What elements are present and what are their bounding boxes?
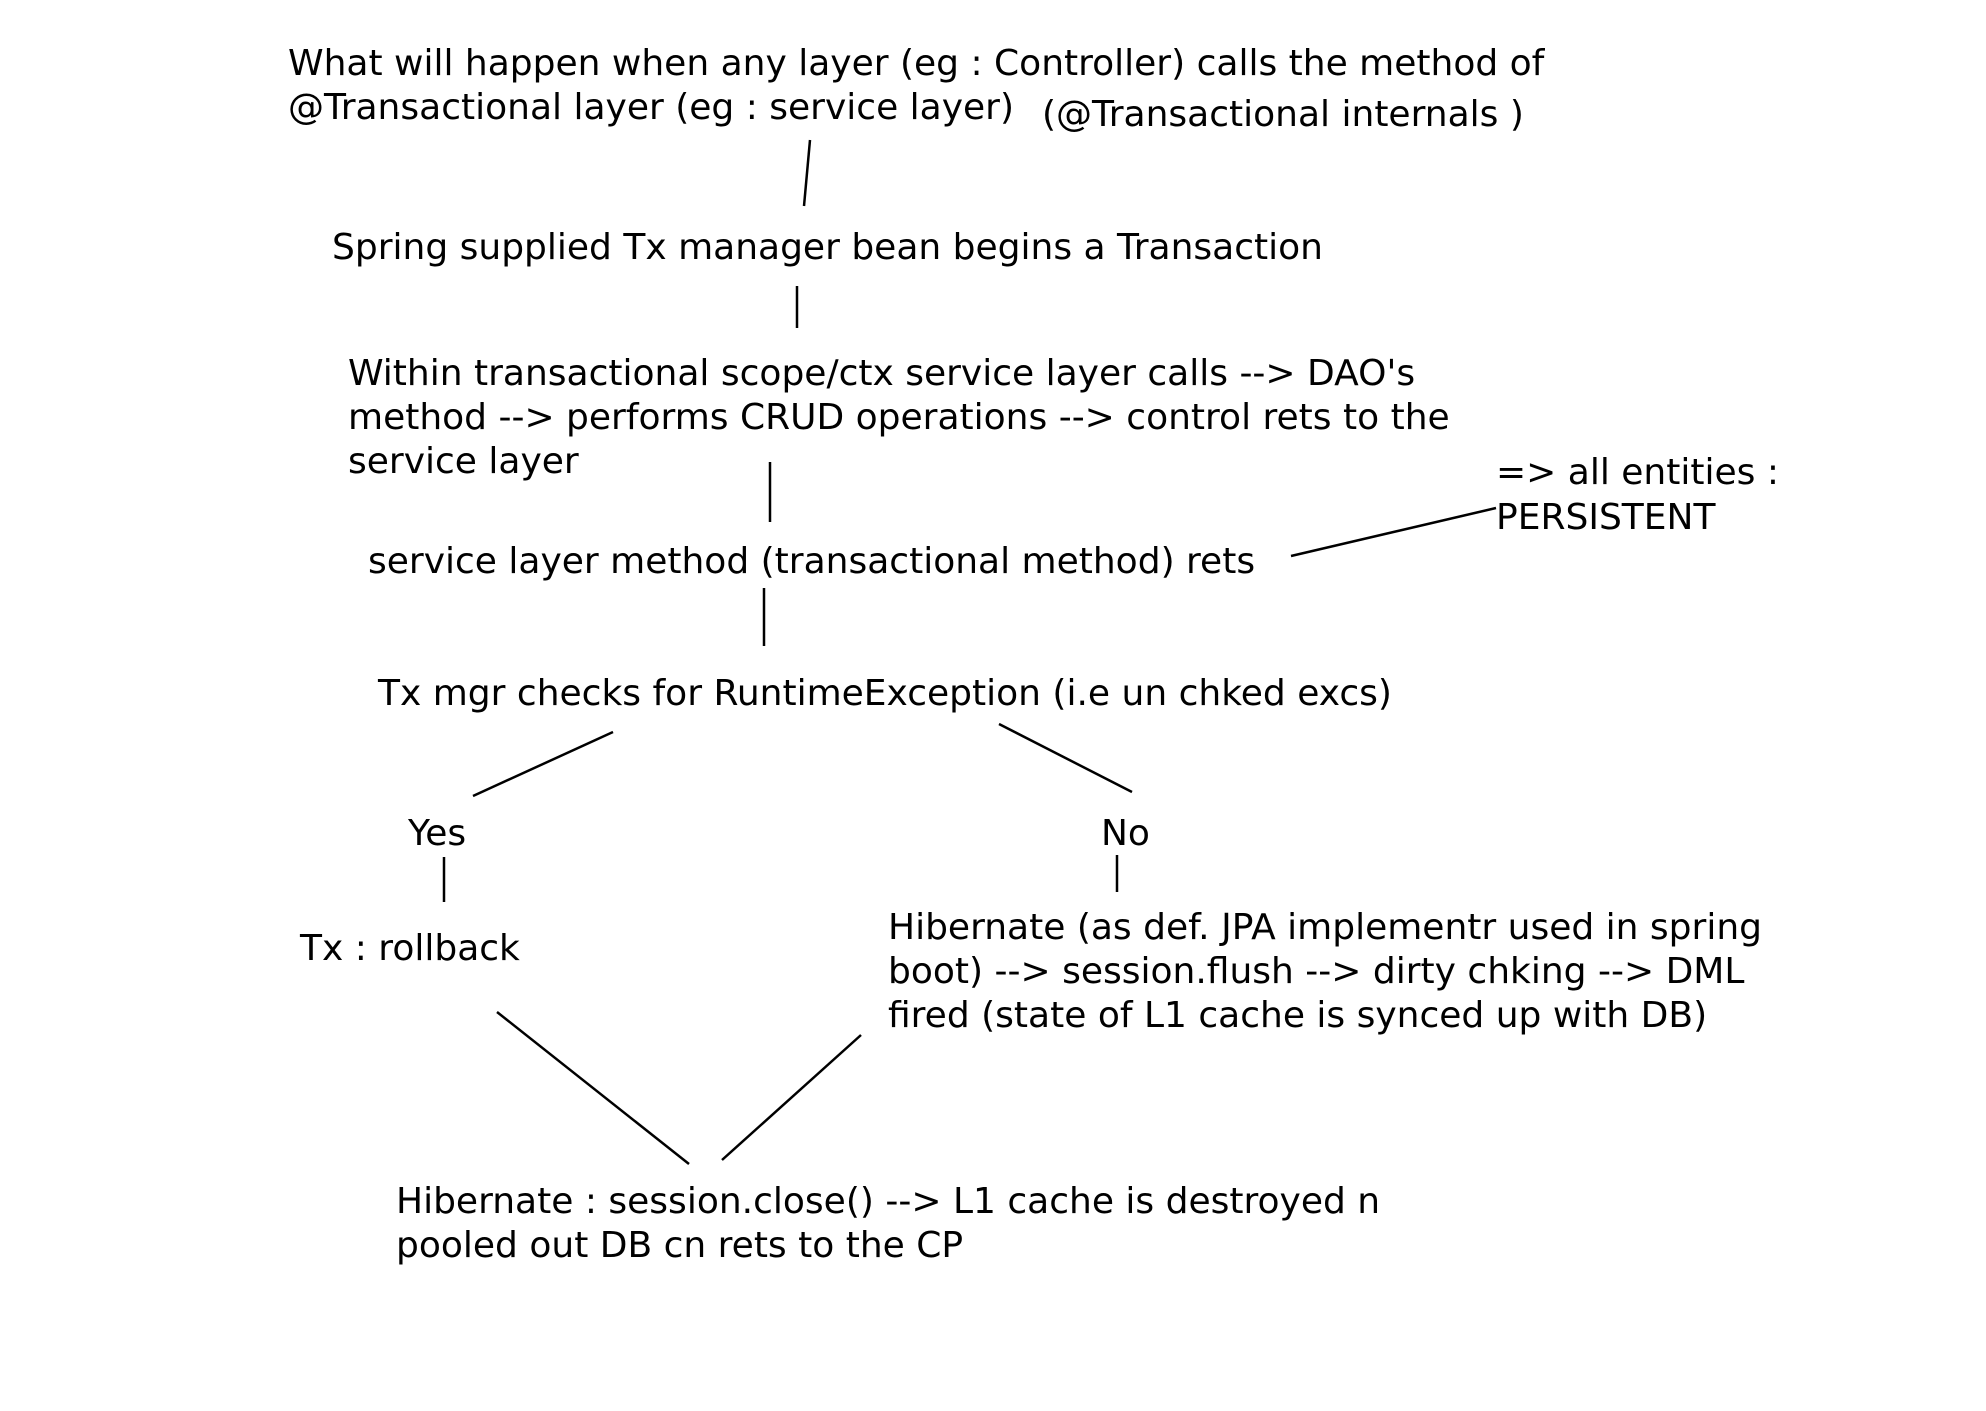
step-crud-line-1: Within transactional scope/ctx service l…	[348, 353, 1416, 394]
step-flush-line-2: boot) --> session.flush --> dirty chking…	[888, 951, 1745, 992]
connector-flush-to-close	[721, 1034, 862, 1161]
step-method-returns: service layer method (transactional meth…	[368, 541, 1256, 582]
connector-return-to-note	[1290, 506, 1497, 558]
step-flush-line-3: fired (state of L1 cache is synced up wi…	[888, 995, 1708, 1036]
branch-yes-label: Yes	[408, 813, 467, 854]
step-close-line-2: pooled out DB cn rets to the CP	[396, 1225, 964, 1266]
step-check-runtime-exception: Tx mgr checks for RuntimeException (i.e …	[378, 673, 1392, 714]
connector-check-to-no	[998, 722, 1133, 794]
step-close-line-1: Hibernate : session.close() --> L1 cache…	[396, 1181, 1381, 1222]
connector-question-to-begin	[802, 139, 812, 207]
step-crud-line-2: method --> performs CRUD operations --> …	[348, 397, 1450, 438]
step-crud-line-3: service layer	[348, 441, 579, 482]
question-line-2: @Transactional layer (eg : service layer…	[288, 87, 1015, 128]
branch-no-label: No	[1101, 813, 1150, 854]
question-line-1: What will happen when any layer (eg : Co…	[288, 43, 1545, 84]
step-rollback: Tx : rollback	[300, 928, 520, 969]
note-persistent-line-1: => all entities :	[1496, 452, 1779, 493]
step-begin-transaction: Spring supplied Tx manager bean begins a…	[332, 227, 1323, 268]
note-persistent-line-2: PERSISTENT	[1496, 497, 1716, 538]
step-flush-line-1: Hibernate (as def. JPA implementr used i…	[888, 907, 1762, 948]
connector-check-to-yes	[472, 730, 614, 798]
question-tag: (@Transactional internals )	[1042, 94, 1524, 135]
connector-rollback-to-close	[496, 1011, 690, 1165]
